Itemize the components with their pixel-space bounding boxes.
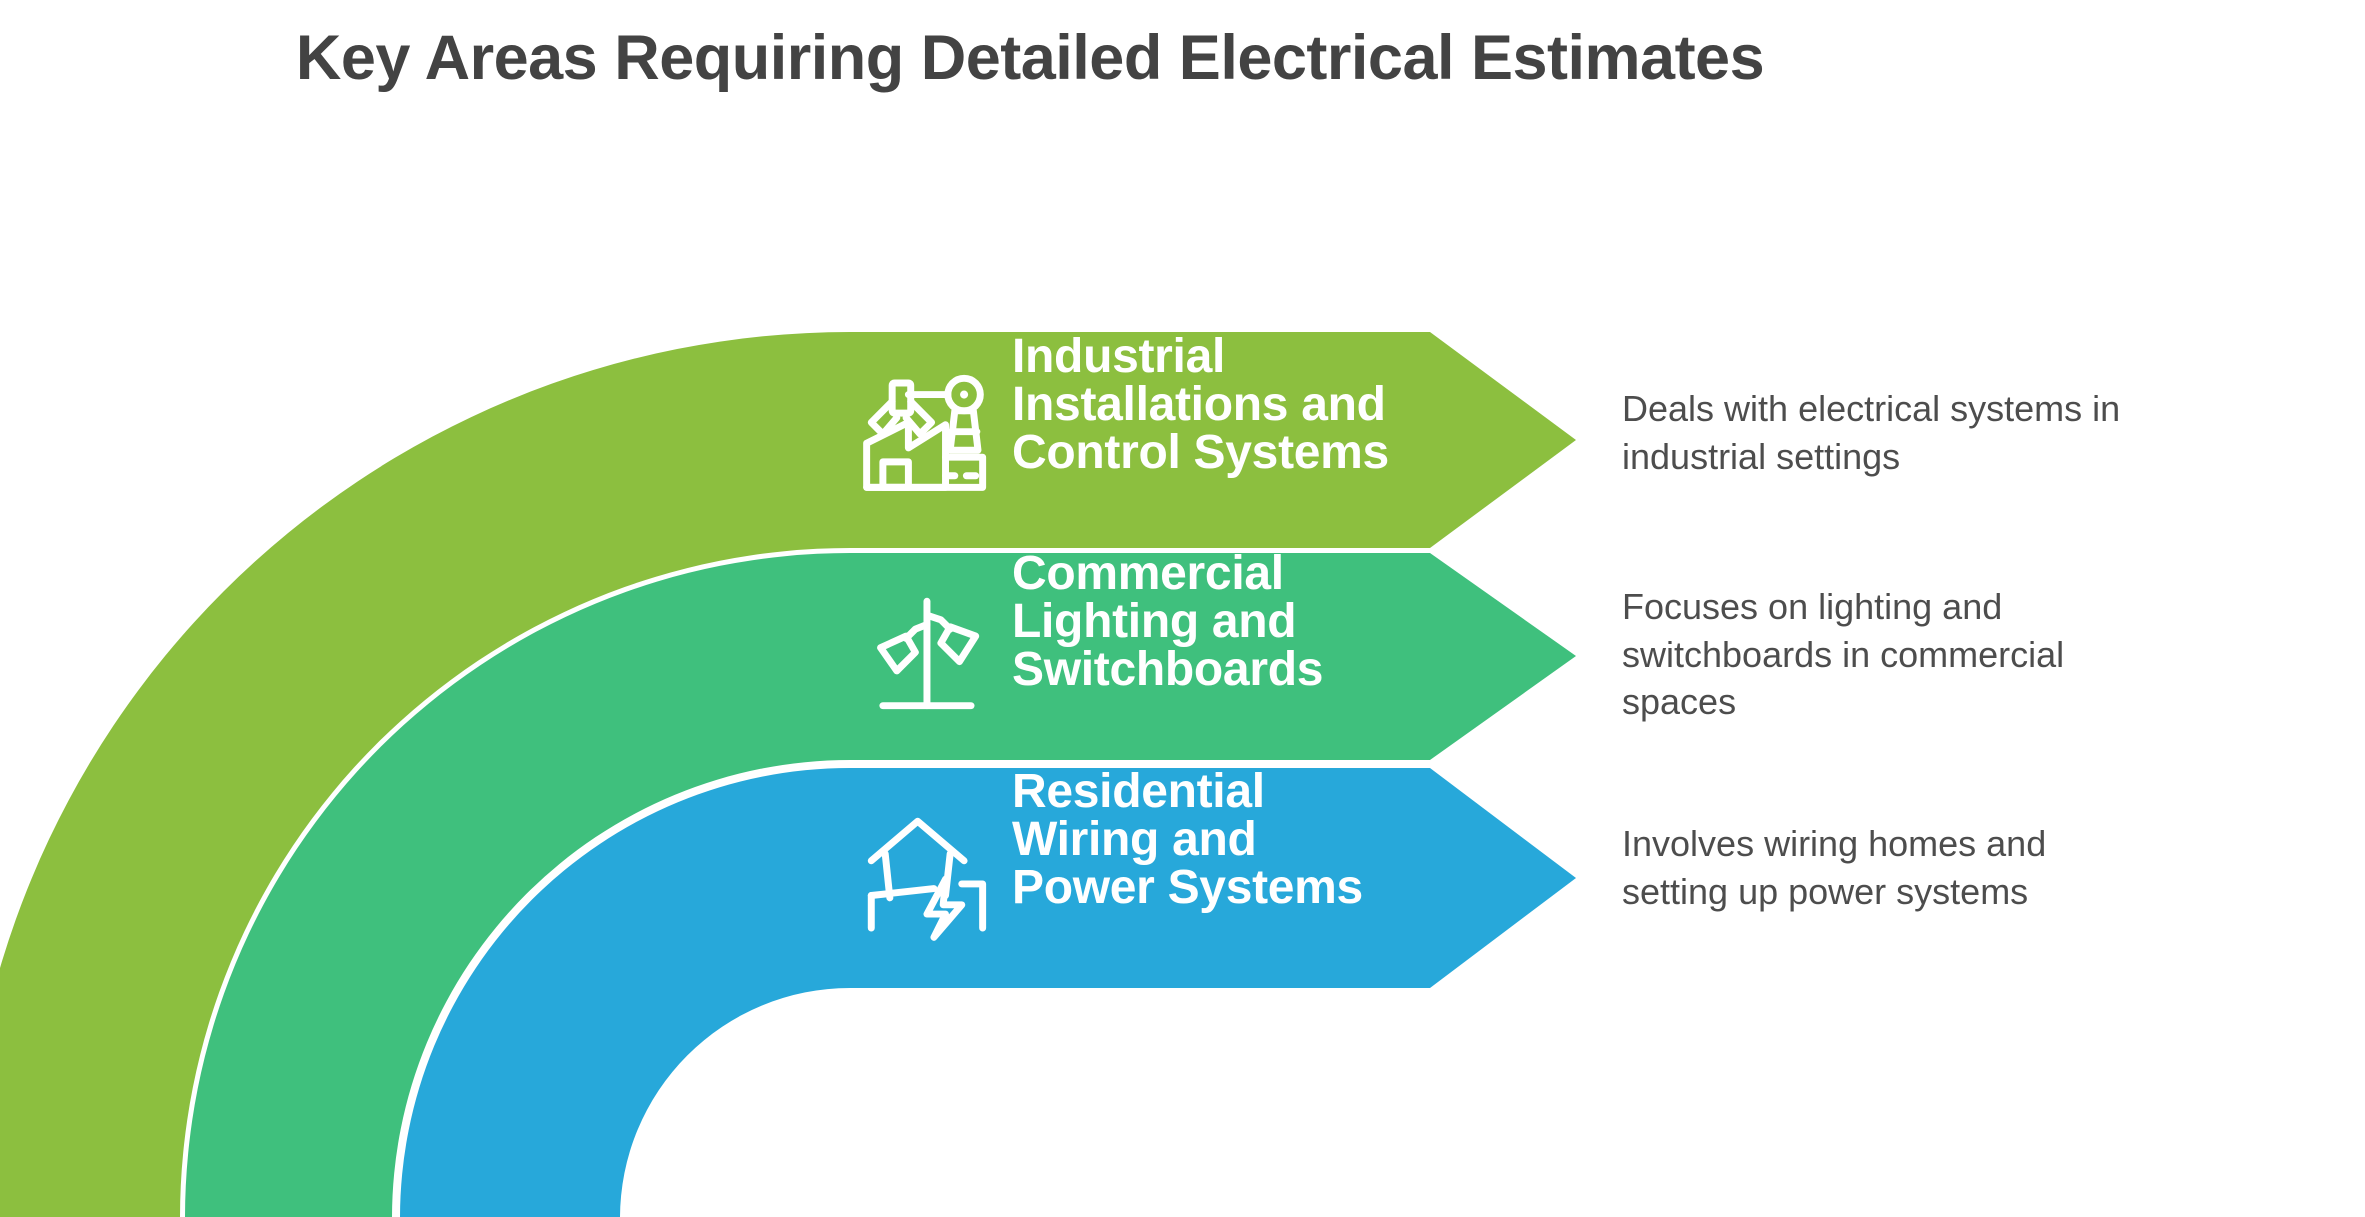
description-line: Deals with electrical systems in	[1622, 388, 2121, 429]
band-residential[interactable]	[400, 768, 1576, 1217]
band-label-line: Wiring and	[1012, 813, 1257, 866]
street-lamp-icon	[877, 597, 980, 710]
description-line: switchboards in commercial	[1622, 633, 2065, 675]
band-label-industrial: Industrial Installations and Control Sys…	[1012, 333, 1482, 477]
page-title: Key Areas Requiring Detailed Electrical …	[295, 23, 1765, 93]
band-label-line: Industrial	[1012, 330, 1226, 383]
description-residential: Involves wiring homes and setting up pow…	[1622, 820, 2282, 915]
description-commercial: Focuses on lighting and switchboards in …	[1622, 583, 2282, 726]
band-label-line: Installations and	[1012, 378, 1386, 431]
band-label-line: Power Systems	[1012, 861, 1363, 914]
description-industrial: Deals with electrical systems in industr…	[1622, 385, 2282, 480]
band-label-commercial: Commercial Lighting and Switchboards	[1012, 550, 1482, 694]
band-label-line: Control Systems	[1012, 426, 1389, 479]
band-label-line: Lighting and	[1012, 595, 1297, 648]
factory-robot-arm-icon	[863, 374, 987, 491]
band-label-line: Residential	[1012, 765, 1265, 818]
band-label-residential: Residential Wiring and Power Systems	[1012, 768, 1482, 912]
band-residential-arc	[400, 768, 850, 1217]
band-label-line: Commercial	[1012, 547, 1284, 600]
house-lightning-bolt-icon	[867, 817, 987, 941]
band-commercial-arc	[185, 553, 850, 1217]
band-commercial[interactable]	[185, 553, 1576, 1217]
band-label-line: Switchboards	[1012, 643, 1324, 696]
band-residential-arrow	[850, 768, 1576, 988]
description-line: spaces	[1622, 681, 1737, 723]
band-commercial-arrow	[850, 553, 1576, 760]
description-line: setting up power systems	[1622, 870, 2029, 912]
band-industrial-arrow	[850, 332, 1576, 548]
band-industrial[interactable]	[0, 332, 1576, 1217]
band-industrial-arc	[0, 332, 850, 1217]
description-line: Involves wiring homes and	[1622, 823, 2047, 864]
description-line: industrial settings	[1622, 435, 1901, 477]
description-line: Focuses on lighting and	[1622, 586, 2003, 627]
